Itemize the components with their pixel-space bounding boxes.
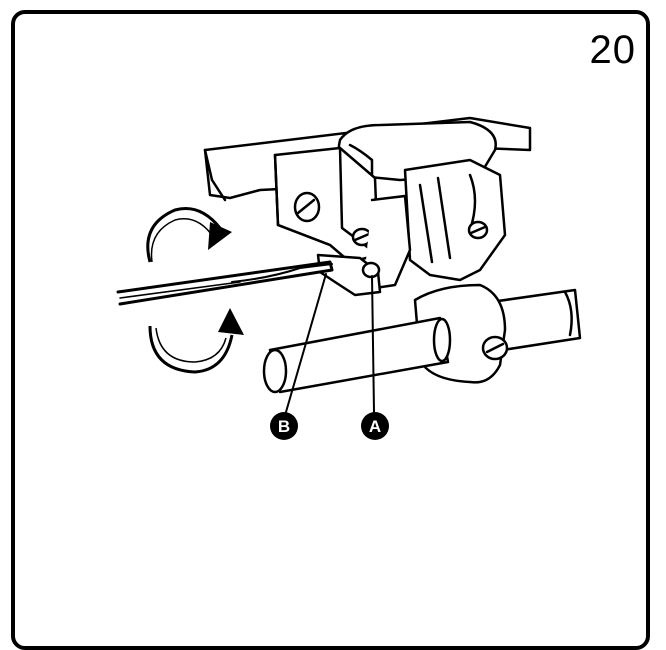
- callout-a: A: [361, 412, 389, 440]
- mechanism-illustration: B A: [116, 116, 582, 440]
- callout-b: B: [270, 412, 298, 440]
- linkage-bracket: [403, 158, 507, 282]
- callout-a-label: A: [369, 417, 381, 436]
- screwdriver: [116, 260, 334, 306]
- leader-line-b: [285, 273, 327, 413]
- callout-b-label: B: [278, 417, 290, 436]
- adjust-screw-a: [361, 261, 381, 279]
- lower-shaft: [268, 316, 450, 394]
- leader-line-a: [371, 275, 375, 413]
- rotation-arrow-bottom: [148, 308, 244, 374]
- step-number: 20: [589, 28, 636, 72]
- rotation-arrow-top: [146, 207, 232, 263]
